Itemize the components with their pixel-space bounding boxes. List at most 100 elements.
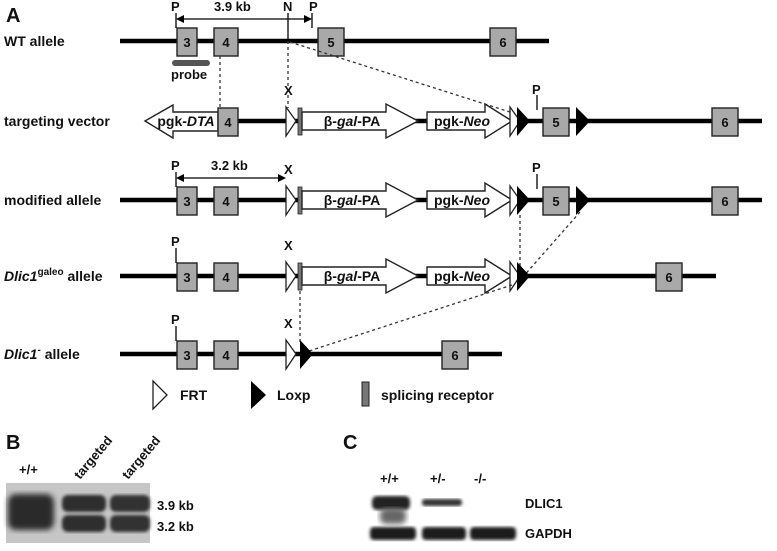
- tv-beta-gal-pa-cassette: [301, 102, 420, 140]
- tv-pgk-neo-label: pgk-Neo: [434, 113, 490, 129]
- null-allele-label: Dlic1- allele: [4, 345, 80, 362]
- null-exon-6-label: 6: [451, 348, 458, 363]
- null-exon-6: [441, 340, 469, 370]
- mod-frt-1: [285, 183, 297, 218]
- wt-n-site-label: N: [283, 0, 292, 14]
- galeo-allele-row: Dlic1galeo allele 3 4 P X β-gal-PA pgk-N…: [4, 234, 716, 295]
- wt-exon-6: [489, 27, 517, 57]
- tv-p-site-label: P: [532, 82, 541, 97]
- pgk-dta-label: pgk-DTA: [157, 113, 214, 129]
- mod-loxp-1: [517, 186, 530, 215]
- wt-exon-4: [213, 27, 239, 57]
- null-loxp: [300, 340, 313, 369]
- mod-pgk-neo-cassette: [426, 181, 514, 219]
- galeo-p-site-label: P: [171, 234, 180, 249]
- wt-exon-6-label: 6: [499, 35, 506, 50]
- legend-frt-icon: [152, 379, 168, 411]
- legend: FRT Loxp splicing receptor: [152, 379, 494, 411]
- wt-exon-3-label: 3: [183, 35, 190, 50]
- wt-allele-row: WT allele 3 4 5 6 P N P 3.9 kb probe: [4, 0, 549, 82]
- galeo-exon-3: [176, 262, 198, 292]
- blot-b-lane-2-label: targeted: [71, 433, 115, 482]
- galeo-frt-1: [285, 259, 297, 294]
- null-exon-3-label: 3: [183, 348, 190, 363]
- blot-c-lane-2-label: +/-: [430, 471, 446, 486]
- null-p-site-label: P: [171, 312, 180, 327]
- mod-exon-6: [711, 186, 739, 216]
- null-frt: [285, 337, 297, 372]
- blot-b-band-lane-2-3-9kb: [62, 495, 106, 512]
- mod-beta-gal-pa-label: β-gal-PA: [324, 192, 381, 208]
- tv-exon-5-label: 5: [552, 115, 559, 130]
- panel-b-label: B: [6, 432, 20, 454]
- tv-loxp-1: [517, 107, 530, 136]
- mod-p-site-label-1: P: [171, 158, 180, 173]
- blot-c-dlic1-band-lane-1: [372, 496, 410, 510]
- modified-allele-label: modified allele: [4, 192, 101, 208]
- mod-frt-2: [509, 183, 521, 218]
- blot-c-gapdh-band-lane-3: [470, 527, 516, 540]
- null-exon-3: [176, 340, 198, 370]
- tv-exon-4-label: 4: [224, 115, 232, 130]
- blot-c-gapdh-band-lane-2: [422, 527, 466, 540]
- tv-frt-1: [285, 104, 297, 139]
- galeo-allele-label: Dlic1galeo allele: [4, 267, 103, 284]
- mod-exon-5: [542, 186, 570, 216]
- blot-c-dlic1-band-lane-2: [422, 499, 462, 506]
- legend-loxp-icon: [251, 381, 266, 409]
- tv-x-site-label: X: [284, 83, 293, 98]
- modified-allele-row: modified allele 3 4 P 3.2 kb X β-gal-PA …: [4, 158, 762, 219]
- blot-c-dlic1-label: DLIC1: [525, 496, 563, 511]
- legend-loxp-label: Loxp: [277, 387, 310, 403]
- blot-c-dlic1-smear-lane-1: [380, 508, 406, 524]
- null-x-site-label: X: [284, 316, 293, 331]
- mod-loxp-2: [576, 186, 590, 215]
- blot-b-band-lane-3-3-2kb: [110, 515, 150, 532]
- panel-a-label: A: [6, 5, 20, 27]
- galeo-exon-4: [213, 262, 239, 292]
- galeo-exon-6: [655, 262, 683, 292]
- mod-x-site-label: X: [284, 162, 293, 177]
- wt-exon-5-label: 5: [327, 35, 334, 50]
- western-blot-panel: +/+ +/- -/- DLIC1 GAPDH: [370, 471, 572, 541]
- galeo-beta-gal-pa-cassette: [301, 257, 420, 295]
- mod-exon-3: [176, 186, 198, 216]
- wt-exon-5: [317, 27, 345, 57]
- null-exon-4: [213, 340, 239, 370]
- mod-exon-4-label: 4: [222, 194, 230, 209]
- wt-p-site-label-1: P: [171, 0, 180, 14]
- cre-line-deletion: [521, 211, 581, 279]
- panel-c-label: C: [343, 432, 357, 454]
- mod-exon-6-label: 6: [721, 194, 728, 209]
- mod-distance-arrowhead-right: [278, 174, 286, 182]
- tv-frt-2: [509, 104, 521, 139]
- legend-frt-label: FRT: [180, 387, 208, 403]
- galeo-pgk-neo-label: pgk-Neo: [434, 268, 490, 284]
- blot-c-lane-1-label: +/+: [380, 471, 399, 486]
- wt-distance-label: 3.9 kb: [214, 0, 251, 14]
- blot-b-band-label-3-2kb: 3.2 kb: [157, 519, 194, 534]
- blot-c-gapdh-label: GAPDH: [525, 526, 572, 541]
- galeo-frt-2: [509, 259, 521, 294]
- tv-pgk-neo-cassette: [426, 102, 514, 140]
- tv-loxp-2: [576, 107, 590, 136]
- wt-distance-arrowhead-right: [304, 15, 312, 23]
- targeting-vector-label: targeting vector: [4, 113, 110, 129]
- mod-exon-5-label: 5: [552, 194, 559, 209]
- mod-exon-4: [213, 186, 239, 216]
- galeo-x-site-label: X: [284, 238, 293, 253]
- galeo-pgk-neo-cassette: [426, 257, 514, 295]
- legend-splicing-receptor-label: splicing receptor: [381, 387, 494, 403]
- mod-distance-label: 3.2 kb: [211, 158, 248, 173]
- targeting-vector-row: targeting vector pgk-DTA 4 X β-gal-PA pg…: [4, 82, 762, 140]
- tv-exon-6: [711, 107, 739, 137]
- flp-line-deletion: [305, 284, 513, 353]
- galeo-exon-4-label: 4: [222, 270, 230, 285]
- mod-exon-3-label: 3: [183, 194, 190, 209]
- blot-b-band-lane-1-3-9kb: [8, 494, 54, 530]
- blot-c-lane-3-label: -/-: [474, 471, 486, 486]
- blot-b-lane-3-label: targeted: [119, 433, 163, 482]
- blot-c-gapdh-band-lane-1: [370, 527, 416, 540]
- probe-bar: [172, 60, 210, 66]
